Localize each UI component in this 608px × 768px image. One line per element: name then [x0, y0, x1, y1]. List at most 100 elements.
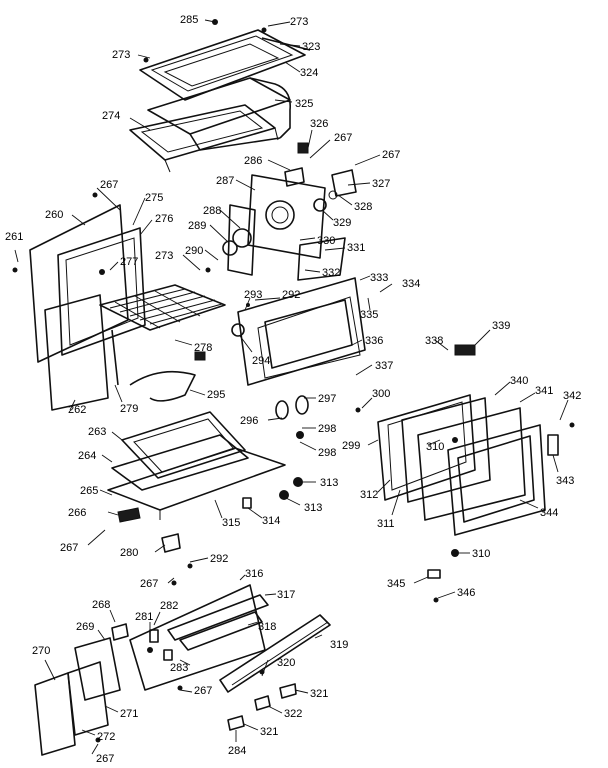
latch-345	[427, 569, 441, 579]
callout-label: 292	[210, 553, 228, 565]
side-bracket-330-331	[297, 237, 346, 281]
callout-label: 321	[310, 688, 328, 700]
callout-label: 318	[258, 621, 276, 633]
switch-assembly-327-329	[313, 169, 357, 212]
panel-262	[44, 294, 109, 411]
vent-trim-324	[139, 29, 311, 101]
callout-label: 289	[188, 220, 206, 232]
callout-label: 270	[32, 645, 50, 657]
callout-label: 267	[100, 179, 118, 191]
callout-label: 338	[425, 335, 443, 347]
callout-label: 341	[535, 385, 553, 397]
rail-317	[167, 594, 269, 641]
callout-label: 273	[112, 49, 130, 61]
callout-label: 298	[318, 423, 336, 435]
callout-label: 262	[68, 404, 86, 416]
callout-label: 316	[245, 568, 263, 580]
callout-label: 334	[402, 278, 420, 290]
callout-label: 315	[222, 517, 240, 529]
callout-label: 326	[310, 118, 328, 130]
oven-rack-278	[99, 284, 226, 331]
callout-label: 312	[360, 489, 378, 501]
clip-314	[242, 497, 252, 509]
callout-label: 265	[80, 485, 98, 497]
callout-label: 346	[457, 587, 475, 599]
callout-label: 292	[282, 289, 300, 301]
callout-label: 271	[120, 708, 138, 720]
callout-label: 267	[382, 149, 400, 161]
callout-labels: 285 273 323 273 324 325 274 326 267 267 …	[5, 14, 581, 765]
callout-label: 267	[96, 753, 114, 765]
callout-label: 324	[300, 67, 318, 79]
callout-label: 284	[228, 745, 246, 757]
trim-279	[111, 329, 119, 386]
side-panel-260	[29, 204, 129, 363]
callout-label: 325	[295, 98, 313, 110]
callout-label: 332	[322, 267, 340, 279]
callout-label: 343	[556, 475, 574, 487]
drawer-bottom-315	[107, 447, 286, 520]
callout-label: 320	[277, 657, 295, 669]
hinge-280	[161, 533, 181, 553]
callout-label: 299	[342, 440, 360, 452]
callout-label: 293	[244, 289, 262, 301]
callout-label: 280	[120, 547, 138, 559]
callout-label: 279	[120, 403, 138, 415]
callout-label: 311	[377, 518, 395, 530]
rail-319	[219, 614, 331, 693]
callout-label: 295	[207, 389, 225, 401]
callout-label: 322	[284, 708, 302, 720]
callout-label: 321	[260, 726, 278, 738]
callout-label: 328	[354, 201, 372, 213]
door-glass-340	[401, 397, 491, 503]
clip-326	[297, 142, 309, 154]
callout-label: 266	[68, 507, 86, 519]
callout-label: 287	[216, 175, 234, 187]
hinge-339	[454, 344, 476, 356]
callout-label: 337	[375, 360, 393, 372]
trim-318	[179, 611, 263, 651]
callout-label: 285	[180, 14, 198, 26]
callout-label: 330	[317, 235, 335, 247]
callout-label: 281	[135, 611, 153, 623]
callout-label: 335	[360, 309, 378, 321]
callout-label: 278	[194, 342, 212, 354]
callout-label: 310	[472, 548, 490, 560]
callout-label: 336	[365, 335, 383, 347]
callout-label: 264	[78, 450, 96, 462]
callout-label: 314	[262, 515, 280, 527]
callout-label: 340	[510, 375, 528, 387]
callout-label: 273	[290, 16, 308, 28]
callout-label: 317	[277, 589, 295, 601]
callout-label: 261	[5, 231, 23, 243]
bracket-268-269	[74, 623, 129, 701]
hinge-282-283	[149, 629, 173, 661]
callout-label: 313	[320, 477, 338, 489]
callout-label: 319	[330, 639, 348, 651]
clip-266	[117, 507, 141, 523]
callout-label: 277	[120, 256, 138, 268]
knobs-296-297	[275, 395, 309, 439]
foot-313	[279, 477, 303, 500]
callout-label: 267	[334, 132, 352, 144]
control-panel-287	[227, 174, 326, 276]
callout-label: 344	[540, 507, 558, 519]
callout-label: 297	[318, 393, 336, 405]
callout-label: 286	[244, 155, 262, 167]
callout-label: 294	[252, 355, 270, 367]
callout-label: 327	[372, 178, 390, 190]
callout-label: 331	[347, 242, 365, 254]
callout-label: 276	[155, 213, 173, 225]
switch-288-289	[222, 228, 252, 256]
broil-pan-263	[121, 411, 246, 479]
panel-270-272	[34, 661, 109, 756]
callout-label: 267	[60, 542, 78, 554]
callout-label: 342	[563, 390, 581, 402]
callout-label: 272	[97, 731, 115, 743]
callout-label: 290	[185, 245, 203, 257]
callout-label: 323	[302, 41, 320, 53]
callout-label: 268	[92, 599, 110, 611]
callout-label: 269	[76, 621, 94, 633]
bracket-286	[284, 167, 305, 187]
